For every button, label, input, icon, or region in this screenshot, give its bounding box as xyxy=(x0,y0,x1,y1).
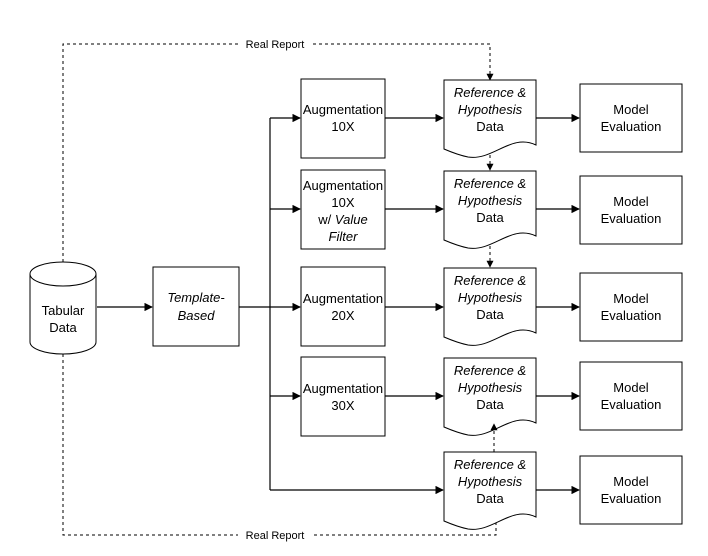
aug-1-label-1: Augmentation xyxy=(303,102,383,117)
model-evaluation-node-4: Model Evaluation xyxy=(579,361,683,431)
tabular-data-label-2: Data xyxy=(49,320,77,335)
document-node-4: Reference & Hypothesis Data xyxy=(443,357,537,436)
doc-2-label-3: Data xyxy=(476,210,504,225)
model-evaluation-node-1: Model Evaluation xyxy=(579,83,683,153)
template-label-1: Template- xyxy=(167,290,225,305)
augmentation-20x-node: Augmentation 20X xyxy=(300,266,386,347)
aug-1-label-2: 10X xyxy=(331,119,354,134)
doc-3-label-1: Reference & xyxy=(454,273,526,288)
aug-2-label-2: 10X xyxy=(331,195,354,210)
augmentation-30x-node: Augmentation 30X xyxy=(300,356,386,437)
eval-5-label-1: Model xyxy=(613,474,649,489)
real-report-label-bottom: Real Report xyxy=(246,530,305,542)
eval-4-label-2: Evaluation xyxy=(601,397,662,412)
doc-5-label-3: Data xyxy=(476,491,504,506)
document-node-2: Reference & Hypothesis Data xyxy=(443,170,537,249)
aug-4-label-2: 30X xyxy=(331,398,354,413)
tabular-data-cylinder: Tabular Data xyxy=(29,261,97,355)
doc-1-label-1: Reference & xyxy=(454,85,526,100)
doc-2-label-2: Hypothesis xyxy=(458,193,523,208)
doc-5-label-1: Reference & xyxy=(454,457,526,472)
eval-2-label-1: Model xyxy=(613,194,649,209)
doc-4-label-2: Hypothesis xyxy=(458,380,523,395)
template-label-2: Based xyxy=(178,308,216,323)
augmentation-10x-value-filter-node: Augmentation 10X w/ Value Filter xyxy=(300,169,386,250)
eval-2-label-2: Evaluation xyxy=(601,211,662,226)
eval-3-label-2: Evaluation xyxy=(601,308,662,323)
aug-3-label-1: Augmentation xyxy=(303,291,383,306)
model-evaluation-node-5: Model Evaluation xyxy=(579,455,683,525)
doc-4-label-1: Reference & xyxy=(454,363,526,378)
doc-3-label-3: Data xyxy=(476,307,504,322)
doc-1-label-3: Data xyxy=(476,119,504,134)
model-evaluation-node-2: Model Evaluation xyxy=(579,175,683,245)
template-based-node: Template- Based xyxy=(152,266,240,347)
doc-2-label-1: Reference & xyxy=(454,176,526,191)
real-report-edge-top xyxy=(62,43,494,262)
doc-3-label-2: Hypothesis xyxy=(458,290,523,305)
aug-3-label-2: 20X xyxy=(331,308,354,323)
aug-2-label-1: Augmentation xyxy=(303,178,383,193)
document-node-1: Reference & Hypothesis Data xyxy=(443,79,537,158)
real-report-edge-bottom xyxy=(62,354,500,536)
doc-1-label-2: Hypothesis xyxy=(458,102,523,117)
augmentation-10x-node: Augmentation 10X xyxy=(300,78,386,159)
fanout-trunk xyxy=(239,118,271,490)
tabular-data-label-1: Tabular xyxy=(42,303,85,318)
model-evaluation-node-3: Model Evaluation xyxy=(579,272,683,342)
eval-5-label-2: Evaluation xyxy=(601,491,662,506)
aug-2-label-3: w/ Value xyxy=(317,212,367,227)
eval-1-label-1: Model xyxy=(613,102,649,117)
eval-1-label-2: Evaluation xyxy=(601,119,662,134)
real-report-label-top: Real Report xyxy=(246,39,305,51)
aug-4-label-1: Augmentation xyxy=(303,381,383,396)
eval-3-label-1: Model xyxy=(613,291,649,306)
doc-4-label-3: Data xyxy=(476,397,504,412)
doc-5-label-2: Hypothesis xyxy=(458,474,523,489)
document-node-3: Reference & Hypothesis Data xyxy=(443,267,537,346)
aug-2-label-4: Filter xyxy=(329,229,359,244)
eval-4-label-1: Model xyxy=(613,380,649,395)
document-node-5: Reference & Hypothesis Data xyxy=(443,451,537,530)
